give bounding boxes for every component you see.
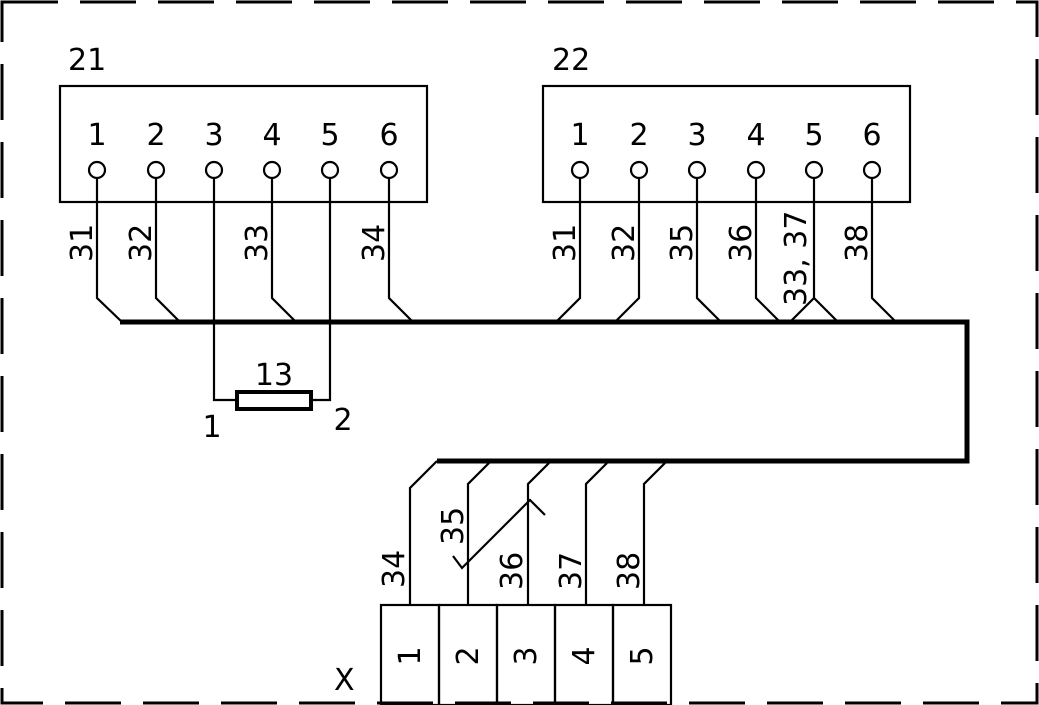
wire-x-pin1	[408, 460, 438, 605]
wire-c21-pin6	[387, 178, 414, 323]
wire-label-c22-35: 35	[665, 224, 700, 262]
wire-label-c21-31: 31	[65, 224, 100, 262]
resistor-pin2-label: 2	[333, 403, 352, 438]
c22-pin-label-5: 5	[804, 118, 823, 153]
terminal-pin-label-1: 1	[393, 646, 428, 665]
c22-pin-label-4: 4	[746, 118, 765, 153]
wire-x-pin5	[642, 462, 666, 605]
c21-pin-4	[262, 160, 282, 180]
connector-21-body	[58, 84, 429, 204]
connector-22: 22 1 2 3 4 5 6	[541, 43, 912, 204]
resistor-13: 13 1 2	[202, 178, 353, 445]
c22-wires: 31 32 35 36 33, 37 38	[548, 178, 897, 323]
wire-label-c22-32: 32	[607, 224, 642, 262]
harness-bus	[120, 319, 970, 464]
c21-pin-label-3: 3	[204, 118, 223, 153]
c22-pin-label-2: 2	[629, 118, 648, 153]
wire-label-c21-34: 34	[357, 224, 392, 262]
wire-c21-pin2	[154, 178, 181, 323]
wire-label-x-37: 37	[554, 552, 589, 590]
c22-pin-6	[862, 160, 882, 180]
c21-pin-label-6: 6	[379, 118, 398, 153]
wire-x-pin4	[584, 462, 608, 605]
c21-pin-label-2: 2	[146, 118, 165, 153]
wire-c22-pin1	[555, 178, 582, 323]
terminal-wires: 34 35 36 37 38	[377, 460, 666, 605]
connector-21-ref: 21	[68, 43, 106, 78]
c21-pin-label-4: 4	[262, 118, 281, 153]
c21-pin-5	[320, 160, 340, 180]
wire-c22-pin3	[695, 178, 722, 323]
c21-wires: 31 32 33 34	[65, 178, 414, 323]
wire-x-pin3	[526, 462, 550, 605]
terminal-x: X 1 2 3 4 5	[334, 603, 673, 705]
terminal-pin-label-5: 5	[625, 646, 660, 665]
resistor-body	[235, 390, 313, 411]
terminal-pin-label-3: 3	[509, 646, 544, 665]
wire-label-c22-38: 38	[840, 224, 875, 262]
terminal-pin-label-2: 2	[451, 646, 486, 665]
wire-c22-pin6	[870, 178, 897, 323]
connector-21: 21 1 2 3 4 5 6	[58, 43, 429, 204]
c21-pin-6	[379, 160, 399, 180]
resistor-pin1-label: 1	[202, 410, 221, 445]
wire-x-pin2	[466, 462, 490, 605]
twisted-pair-mark	[452, 498, 546, 570]
c22-pin-label-1: 1	[570, 118, 589, 153]
wire-c22-pin2	[614, 178, 641, 323]
wire-label-x-38: 38	[612, 552, 647, 590]
c22-pin-3	[687, 160, 707, 180]
c22-pin-label-6: 6	[862, 118, 881, 153]
wire-label-c22-31: 31	[548, 224, 583, 262]
c21-pin-2	[146, 160, 166, 180]
c22-pin-2	[629, 160, 649, 180]
c21-pin-label-1: 1	[87, 118, 106, 153]
c21-pin-label-5: 5	[320, 118, 339, 153]
wire-c22-pin5	[789, 178, 839, 323]
connector-22-ref: 22	[552, 43, 590, 78]
resistor-lead-2	[311, 178, 332, 402]
resistor-lead-1	[212, 178, 237, 402]
terminal-pin-label-4: 4	[567, 646, 602, 665]
wire-label-x-35: 35	[436, 507, 471, 545]
wire-c22-pin4	[754, 178, 781, 323]
wire-label-c21-32: 32	[124, 224, 159, 262]
wire-c21-pin1	[95, 178, 123, 323]
c21-pin-1	[87, 160, 107, 180]
wire-label-c21-33: 33	[240, 224, 275, 262]
terminal-cell-5	[611, 603, 673, 705]
wire-label-x-36: 36	[495, 552, 530, 590]
connector-22-body	[541, 84, 912, 204]
wire-label-x-34: 34	[377, 550, 412, 588]
c22-pin-4	[746, 160, 766, 180]
wire-c21-pin4	[270, 178, 297, 323]
resistor-ref: 13	[255, 358, 293, 393]
c22-pin-label-3: 3	[687, 118, 706, 153]
c21-pin-3	[204, 160, 224, 180]
c22-pin-1	[570, 160, 590, 180]
c22-pin-5	[804, 160, 824, 180]
wire-label-c22-33-37: 33, 37	[779, 211, 814, 306]
wire-label-c22-36: 36	[724, 224, 759, 262]
terminal-ref: X	[334, 663, 355, 698]
